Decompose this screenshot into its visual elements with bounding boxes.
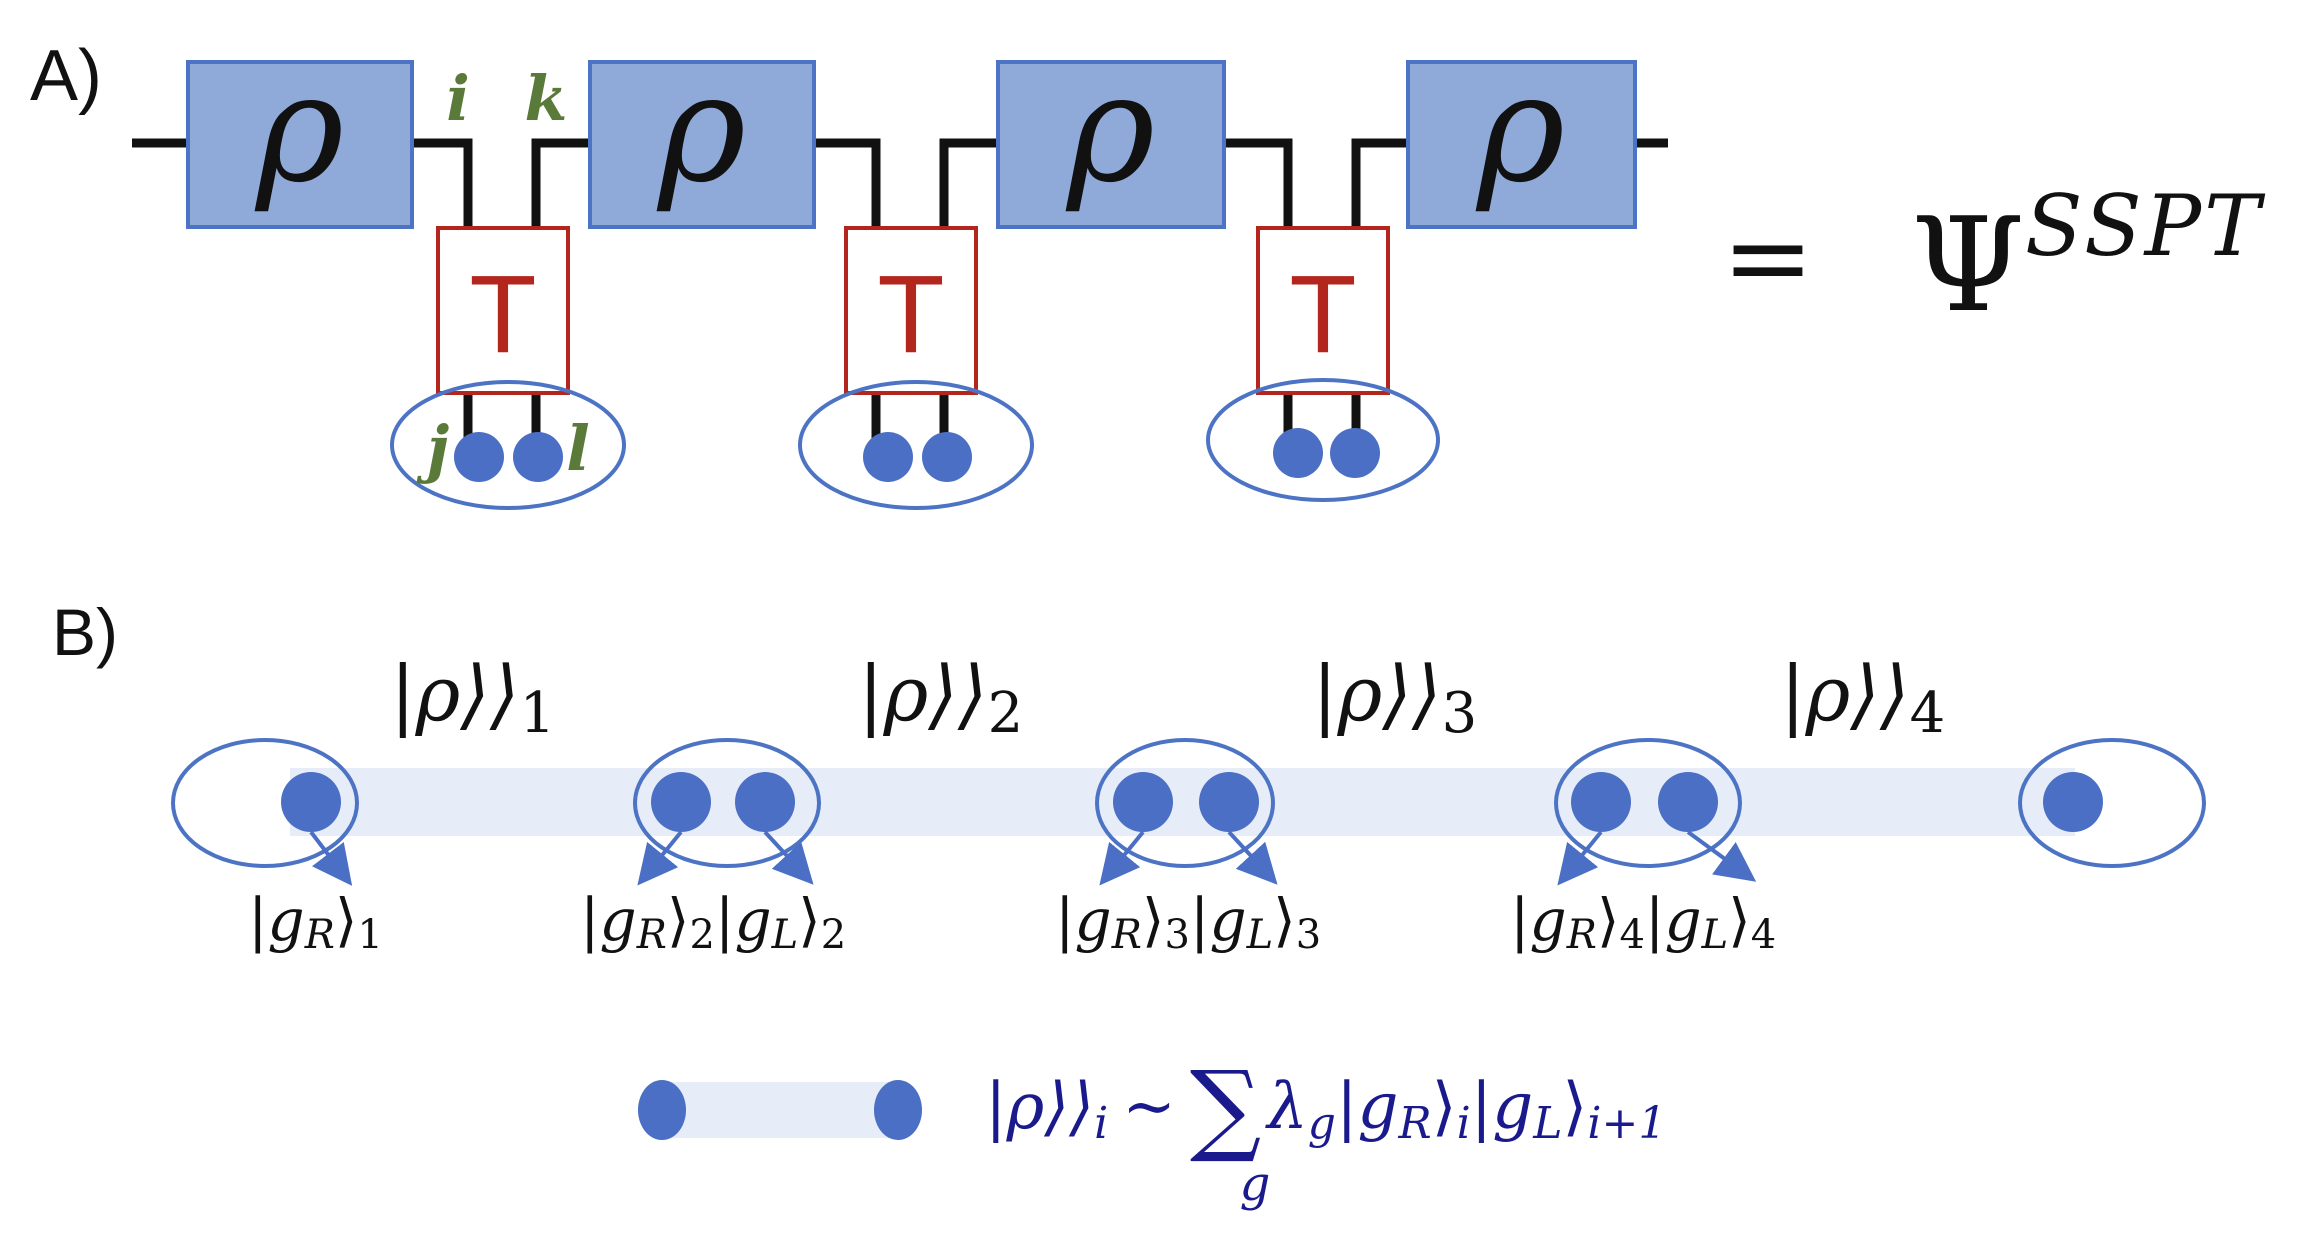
index-i-label: i (446, 62, 470, 135)
bond-band (290, 768, 2075, 836)
site-ket-label: |gR⟩4|gL⟩4 (1510, 886, 1776, 958)
site-node (1554, 738, 1742, 868)
site-node (633, 738, 821, 868)
site-ket-label: |gR⟩1 (248, 886, 383, 958)
rho-ket-main: |ρ⟩⟩ (1780, 649, 1910, 738)
t-symbol: T (877, 253, 944, 376)
svg-text:|ρ⟩⟩3: |ρ⟩⟩3 (1312, 649, 1477, 746)
t-tensor: T (1256, 226, 1390, 395)
physical-site (390, 380, 626, 510)
svg-text:|ρ⟩⟩2: |ρ⟩⟩2 (858, 649, 1023, 746)
site-node (1095, 738, 1275, 868)
rho-tensor: ρ (186, 42, 414, 229)
rho-tensor: ρ (588, 42, 816, 229)
rho-symbol: ρ (1065, 42, 1155, 216)
panel-b-label: B) (52, 595, 118, 669)
rho-ket-label: |ρ⟩⟩4 (1780, 649, 1945, 746)
projection-arrows (309, 830, 1757, 886)
equals-sign: = (1722, 193, 1814, 321)
rho-symbol: ρ (254, 42, 344, 216)
rho-tensor: ρ (1406, 42, 1637, 229)
rho-symbol: ρ (1475, 42, 1565, 216)
rho-ket-main: |ρ⟩⟩ (390, 649, 520, 738)
rho-ket-subscript: 3 (1442, 681, 1478, 746)
psi-symbol: Ψ (1911, 189, 2025, 341)
site-node (2018, 738, 2206, 868)
t-symbol: T (469, 253, 536, 376)
index-j-label: j (416, 412, 449, 485)
rho-symbol: ρ (656, 42, 746, 216)
t-tensor: T (436, 226, 570, 395)
rho-ket-subscript: 4 (1910, 681, 1946, 746)
site-node (171, 738, 359, 868)
svg-text:|ρ⟩⟩4: |ρ⟩⟩4 (1780, 649, 1945, 746)
panel-a-label: A) (30, 36, 102, 116)
svg-text:|ρ⟩⟩1: |ρ⟩⟩1 (390, 649, 555, 746)
rho-ket-main: |ρ⟩⟩ (858, 649, 988, 738)
rho-ket-subscript: 2 (988, 681, 1024, 746)
rho-ket-label: |ρ⟩⟩1 (390, 649, 555, 746)
t-symbol: T (1289, 253, 1356, 376)
physical-site (1206, 378, 1440, 502)
index-k-label: k (525, 62, 568, 135)
rho-ket-label: |ρ⟩⟩2 (858, 649, 1023, 746)
site-ket-label: |gR⟩2|gL⟩2 (580, 886, 846, 958)
index-l-label: l (566, 412, 590, 485)
legend-bond-icon (638, 1080, 922, 1140)
rho-ket-label: |ρ⟩⟩3 (1312, 649, 1477, 746)
rho-tensor: ρ (996, 42, 1226, 229)
rho-ket-main: |ρ⟩⟩ (1312, 649, 1442, 738)
psi-superscript: SSPT (2025, 177, 2266, 275)
legend-equation: |ρ⟩⟩i∼∑λg|gR⟩i|gL⟩i+1 (985, 1049, 1666, 1166)
physical-site (798, 380, 1034, 510)
rho-ket-subscript: 1 (520, 681, 556, 746)
site-ket-label: |gR⟩3|gL⟩3 (1055, 886, 1321, 958)
legend-sum-index: g (1240, 1156, 1271, 1212)
t-tensor: T (844, 226, 978, 395)
